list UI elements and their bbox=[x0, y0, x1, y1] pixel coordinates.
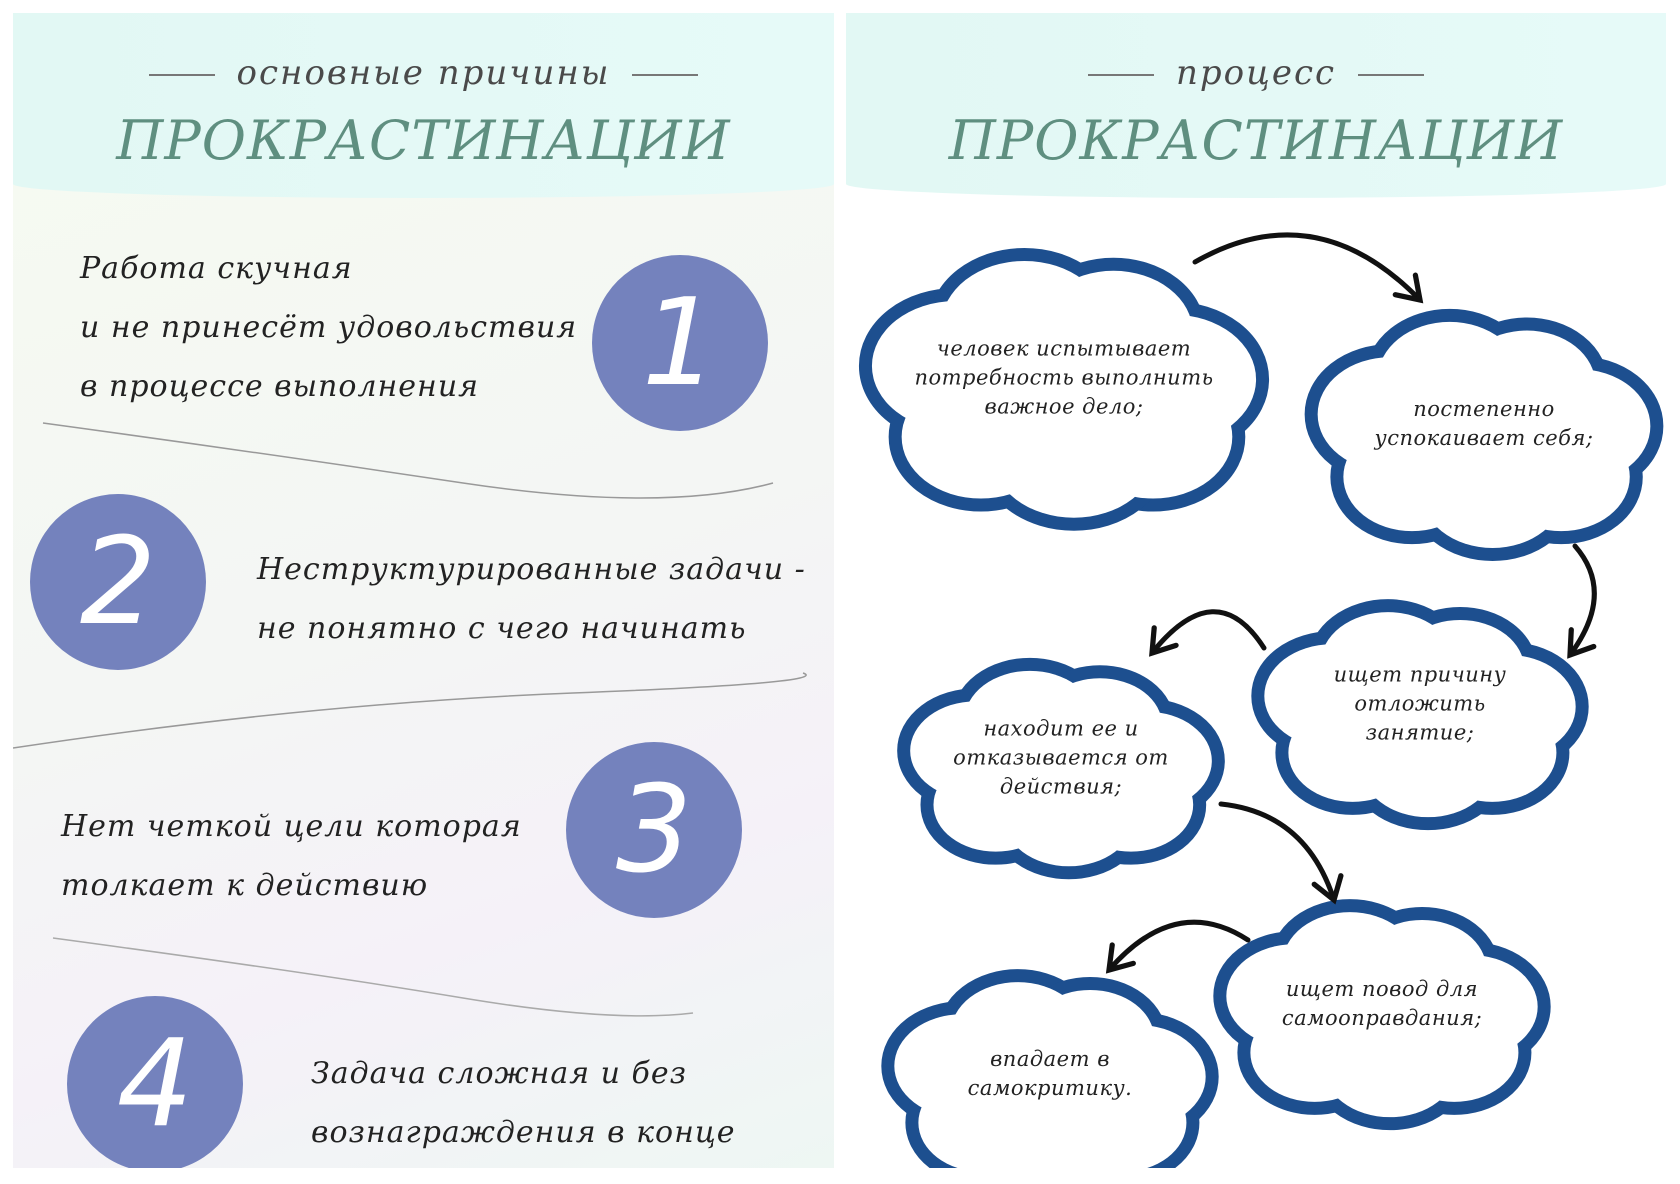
arrow-5-to-6 bbox=[1105, 919, 1251, 974]
cloud-shape bbox=[881, 969, 1219, 1168]
step-line: постепенно bbox=[1413, 397, 1555, 421]
step-line: самокритику. bbox=[967, 1076, 1133, 1100]
cloud-shape bbox=[858, 247, 1270, 531]
step-2-text: постепенно успокаивает себя; bbox=[1334, 395, 1634, 453]
process-flow bbox=[858, 232, 1664, 1168]
step-line: находит ее и bbox=[983, 716, 1139, 741]
reason-line: и не принесёт удовольствия bbox=[80, 310, 578, 345]
divider-1 bbox=[42, 422, 774, 499]
step-line: ищет причину bbox=[1333, 662, 1507, 687]
step-1-text: человек испытывает потребность выполнить в… bbox=[914, 335, 1214, 422]
reason-line: Нет четкой цели которая bbox=[61, 809, 522, 844]
cloud-shape bbox=[1251, 599, 1589, 831]
step-4-text: находит ее и отказывается от действия; bbox=[911, 715, 1211, 802]
number-circle-2: 2 bbox=[30, 494, 206, 670]
step-line: впадает в bbox=[990, 1047, 1110, 1071]
causes-title: ПРОКРАСТИНАЦИИ bbox=[116, 109, 731, 172]
step-5-text: ищет повод для самооправдания; bbox=[1232, 975, 1532, 1033]
arrow-3-to-4 bbox=[1149, 609, 1267, 657]
reason-line: Работа скучная bbox=[80, 251, 353, 286]
causes-panel: основные причины ПРОКРАСТИНАЦИИ 1 Работа… bbox=[13, 13, 834, 1168]
step-line: отложить bbox=[1354, 691, 1486, 716]
step-line: ищет повод для bbox=[1285, 977, 1479, 1001]
process-subtitle: процесс bbox=[846, 53, 1666, 93]
rule-left bbox=[1087, 74, 1154, 76]
step-line: потребность выполнить bbox=[914, 365, 1214, 390]
arrow-4-to-5 bbox=[1218, 801, 1344, 905]
arrow-2-to-3 bbox=[1567, 543, 1597, 659]
rule-right bbox=[632, 74, 699, 76]
rule-left bbox=[148, 74, 215, 76]
subtitle-text: процесс bbox=[1175, 53, 1337, 93]
reason-line: вознаграждения в конце пути bbox=[311, 1115, 736, 1150]
step-line: человек испытывает bbox=[936, 336, 1192, 361]
reason-2: Неструктурированные задачи - не понятно … bbox=[257, 540, 806, 658]
causes-subtitle: основные причины bbox=[13, 53, 834, 93]
process-header: процесс ПРОКРАСТИНАЦИИ bbox=[846, 13, 1666, 198]
cloud-shape bbox=[1213, 899, 1551, 1131]
subtitle-text: основные причины bbox=[236, 53, 611, 93]
causes-header: основные причины ПРОКРАСТИНАЦИИ bbox=[13, 13, 834, 198]
reason-3: Нет четкой цели которая толкает к действ… bbox=[61, 797, 522, 915]
number-circle-4: 4 bbox=[67, 996, 243, 1168]
reason-line: в процессе выполнения bbox=[80, 369, 480, 404]
step-line: занятие; bbox=[1365, 720, 1475, 745]
step-line: важное дело; bbox=[984, 394, 1144, 419]
step-6-text: впадает в самокритику. bbox=[900, 1045, 1200, 1103]
rule-right bbox=[1358, 74, 1425, 76]
cloud-shape bbox=[1304, 308, 1664, 561]
step-line: действия; bbox=[999, 774, 1123, 799]
reason-line: не понятно с чего начинать bbox=[257, 611, 747, 646]
dividers bbox=[13, 422, 807, 1017]
reason-line: толкает к действию bbox=[61, 868, 429, 903]
step-line: успокаивает себя; bbox=[1374, 426, 1594, 450]
reason-4: Задача сложная и без вознаграждения в ко… bbox=[311, 1044, 834, 1168]
cloud-shape bbox=[897, 657, 1225, 880]
reason-line: Задача сложная и без bbox=[311, 1056, 687, 1091]
reason-1: Работа скучная и не принесёт удовольстви… bbox=[80, 239, 577, 416]
divider-2 bbox=[13, 672, 807, 749]
number-circle-1: 1 bbox=[592, 255, 768, 431]
arrow-1-to-2 bbox=[1192, 232, 1424, 304]
divider-3 bbox=[52, 937, 694, 1017]
process-title: ПРОКРАСТИНАЦИИ bbox=[948, 109, 1564, 172]
step-line: отказывается от bbox=[953, 745, 1169, 770]
process-panel: процесс ПРОКРАСТИНАЦИИ человек испытывае… bbox=[846, 13, 1666, 1168]
number-circle-3: 3 bbox=[566, 742, 742, 918]
reason-line: Неструктурированные задачи - bbox=[257, 552, 806, 587]
step-3-text: ищет причину отложить занятие; bbox=[1270, 661, 1570, 748]
step-line: самооправдания; bbox=[1281, 1006, 1483, 1030]
